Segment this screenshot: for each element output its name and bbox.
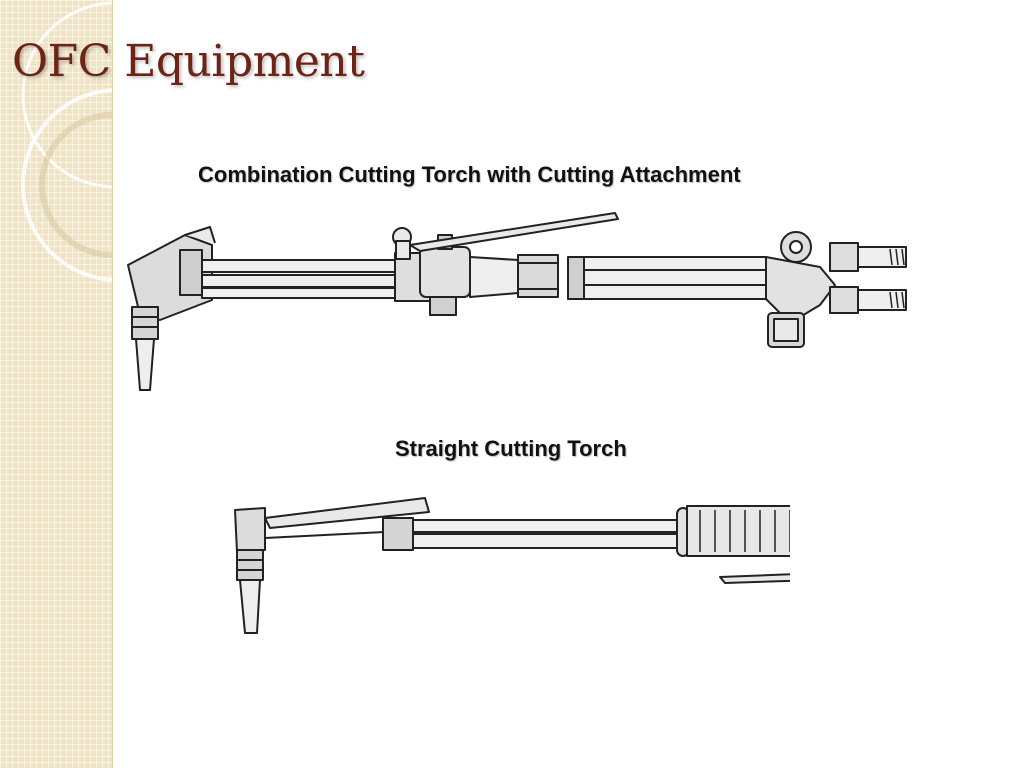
sidebar-rings-decoration: [21, 1, 112, 282]
slide-title: OFC Equipment: [12, 36, 365, 87]
decorative-sidebar: [0, 0, 113, 768]
straight-cutting-torch-icon: [234, 497, 790, 634]
figure-caption-combination-torch: Combination Cutting Torch with Cutting A…: [198, 162, 741, 187]
figure-caption-straight-torch: Straight Cutting Torch: [395, 436, 627, 461]
combination-cutting-torch-icon: [127, 212, 907, 391]
